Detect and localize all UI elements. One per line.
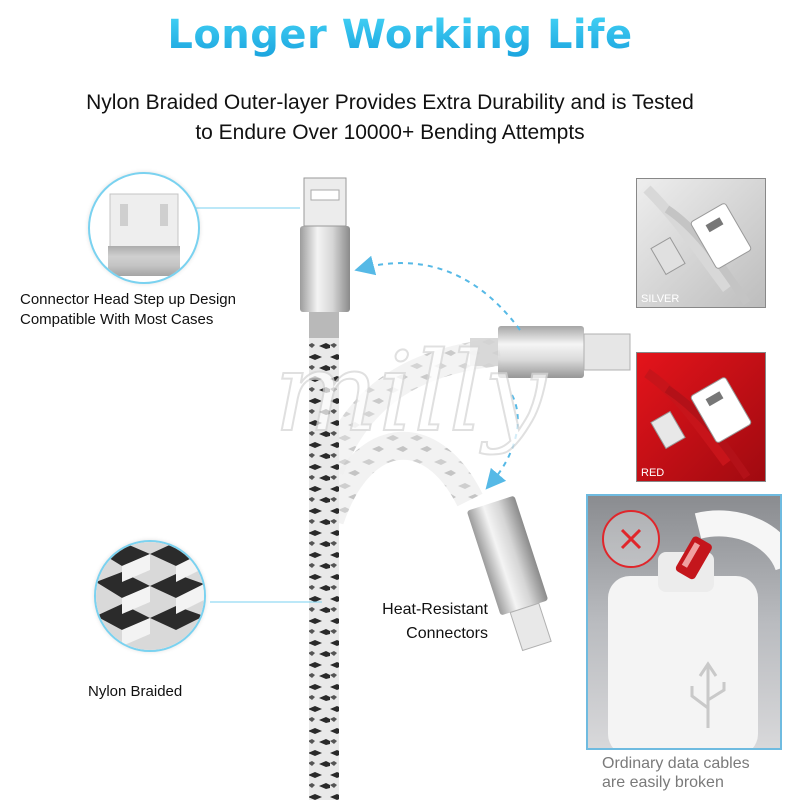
heat-resistant-label: Heat-Resistant Connectors xyxy=(340,598,488,646)
main-cable xyxy=(309,330,339,800)
ordinary-cable-caption-line-1: Ordinary data cables xyxy=(602,755,750,772)
bend-arrow-upper xyxy=(354,255,521,331)
bent-connector-lower xyxy=(467,496,552,652)
bend-arrow-lower xyxy=(485,394,519,490)
page-title: Longer Working Life xyxy=(0,12,800,58)
connector-zoom-circle xyxy=(88,172,200,284)
variant-label-silver: SILVER xyxy=(641,293,680,305)
broken-cable-illustration xyxy=(608,510,780,748)
x-mark-icon xyxy=(602,510,660,568)
connector-head-label: Connector Head Step up Design Compatible… xyxy=(20,290,236,330)
nylon-zoom-circle xyxy=(94,540,206,652)
variant-thumb-red[interactable]: RED xyxy=(636,352,766,482)
variant-thumb-silver[interactable]: SILVER xyxy=(636,178,766,308)
heat-resistant-label-line-1: Heat-Resistant xyxy=(382,601,488,618)
connector-head-label-line-1: Connector Head Step up Design xyxy=(20,291,236,308)
bent-connector-upper xyxy=(470,326,631,378)
usb-symbol-icon xyxy=(690,661,726,728)
braid-pattern-icon xyxy=(96,542,204,650)
connector-head-label-line-2: Compatible With Most Cases xyxy=(20,311,214,328)
subtitle-line-2: to Endure Over 10000+ Bending Attempts xyxy=(195,121,585,144)
subtitle-line-1: Nylon Braided Outer-layer Provides Extra… xyxy=(86,91,694,114)
usb-cable-red-icon xyxy=(644,368,752,480)
usb-cable-silver-icon xyxy=(643,185,752,306)
variant-label-red: RED xyxy=(641,467,665,479)
nylon-braided-label: Nylon Braided xyxy=(88,683,183,700)
heat-resistant-label-line-2: Connectors xyxy=(406,625,488,642)
main-connector-head xyxy=(300,226,350,312)
main-connector-neck xyxy=(309,312,339,338)
micro-usb-icon xyxy=(108,193,180,276)
ordinary-cable-panel xyxy=(586,494,782,750)
micro-usb-plug xyxy=(303,177,347,227)
subtitle: Nylon Braided Outer-layer Provides Extra… xyxy=(0,88,780,148)
ordinary-cable-caption-line-2: are easily broken xyxy=(602,774,724,791)
watermark: milly xyxy=(274,328,548,456)
ordinary-cable-caption: Ordinary data cables are easily broken xyxy=(602,754,750,792)
bent-cable-lower xyxy=(316,431,483,525)
